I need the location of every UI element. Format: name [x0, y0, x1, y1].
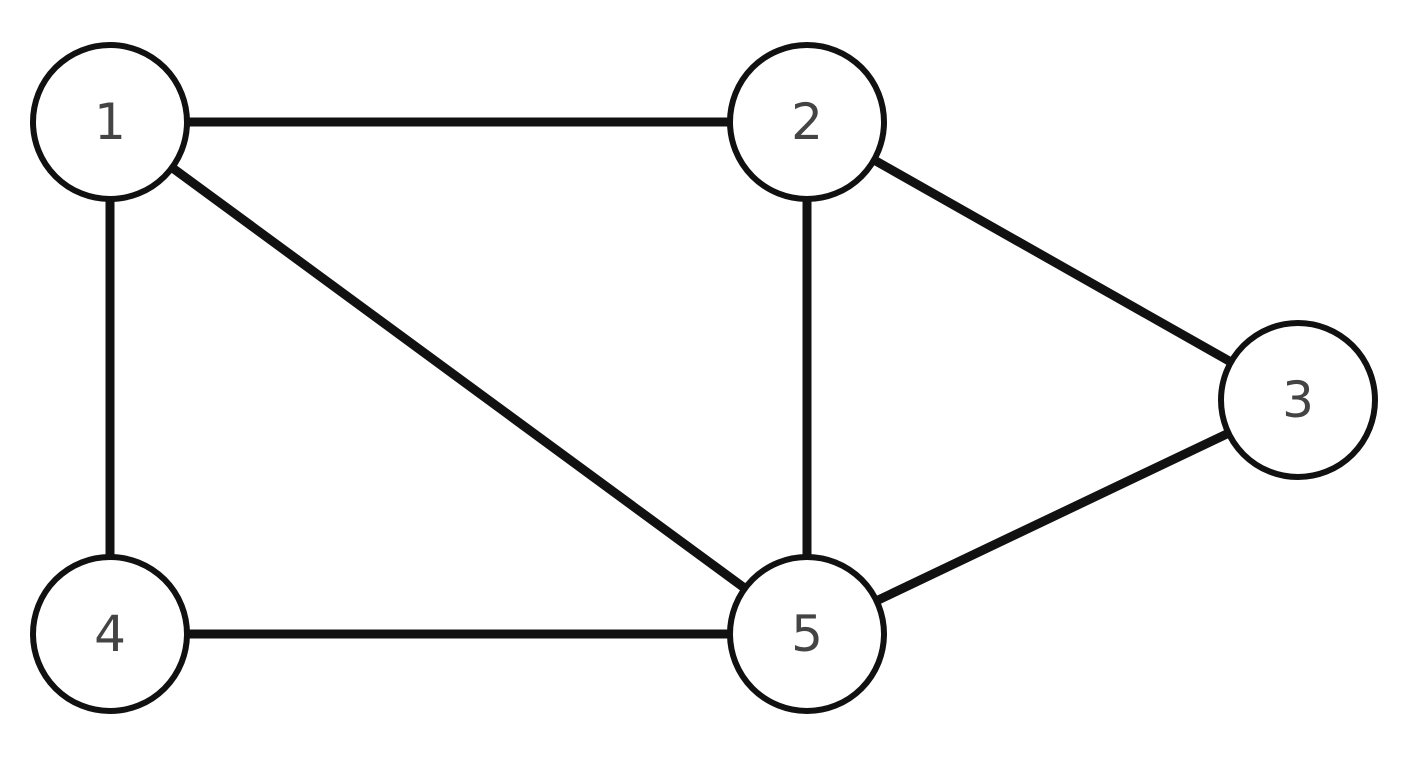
node-5: 5	[727, 554, 887, 714]
node-3: 3	[1218, 320, 1378, 480]
node-4-label: 4	[94, 605, 126, 663]
node-1-circle	[30, 42, 190, 202]
node-2: 2	[727, 42, 887, 202]
edge-1-5	[169, 163, 748, 593]
node-4: 4	[30, 554, 190, 714]
node-5-label: 5	[791, 605, 823, 663]
node-3-label: 3	[1282, 371, 1314, 429]
node-2-circle	[727, 42, 887, 202]
node-4-circle	[30, 554, 190, 714]
node-5-circle	[727, 554, 887, 714]
edge-3-5	[874, 429, 1231, 605]
node-layer: 1 2 3 4 5	[30, 42, 1378, 714]
node-1-label: 1	[94, 93, 126, 151]
edge-2-3	[871, 156, 1234, 366]
node-1: 1	[30, 42, 190, 202]
node-2-label: 2	[791, 93, 823, 151]
edge-layer	[105, 117, 1234, 639]
node-3-circle	[1218, 320, 1378, 480]
